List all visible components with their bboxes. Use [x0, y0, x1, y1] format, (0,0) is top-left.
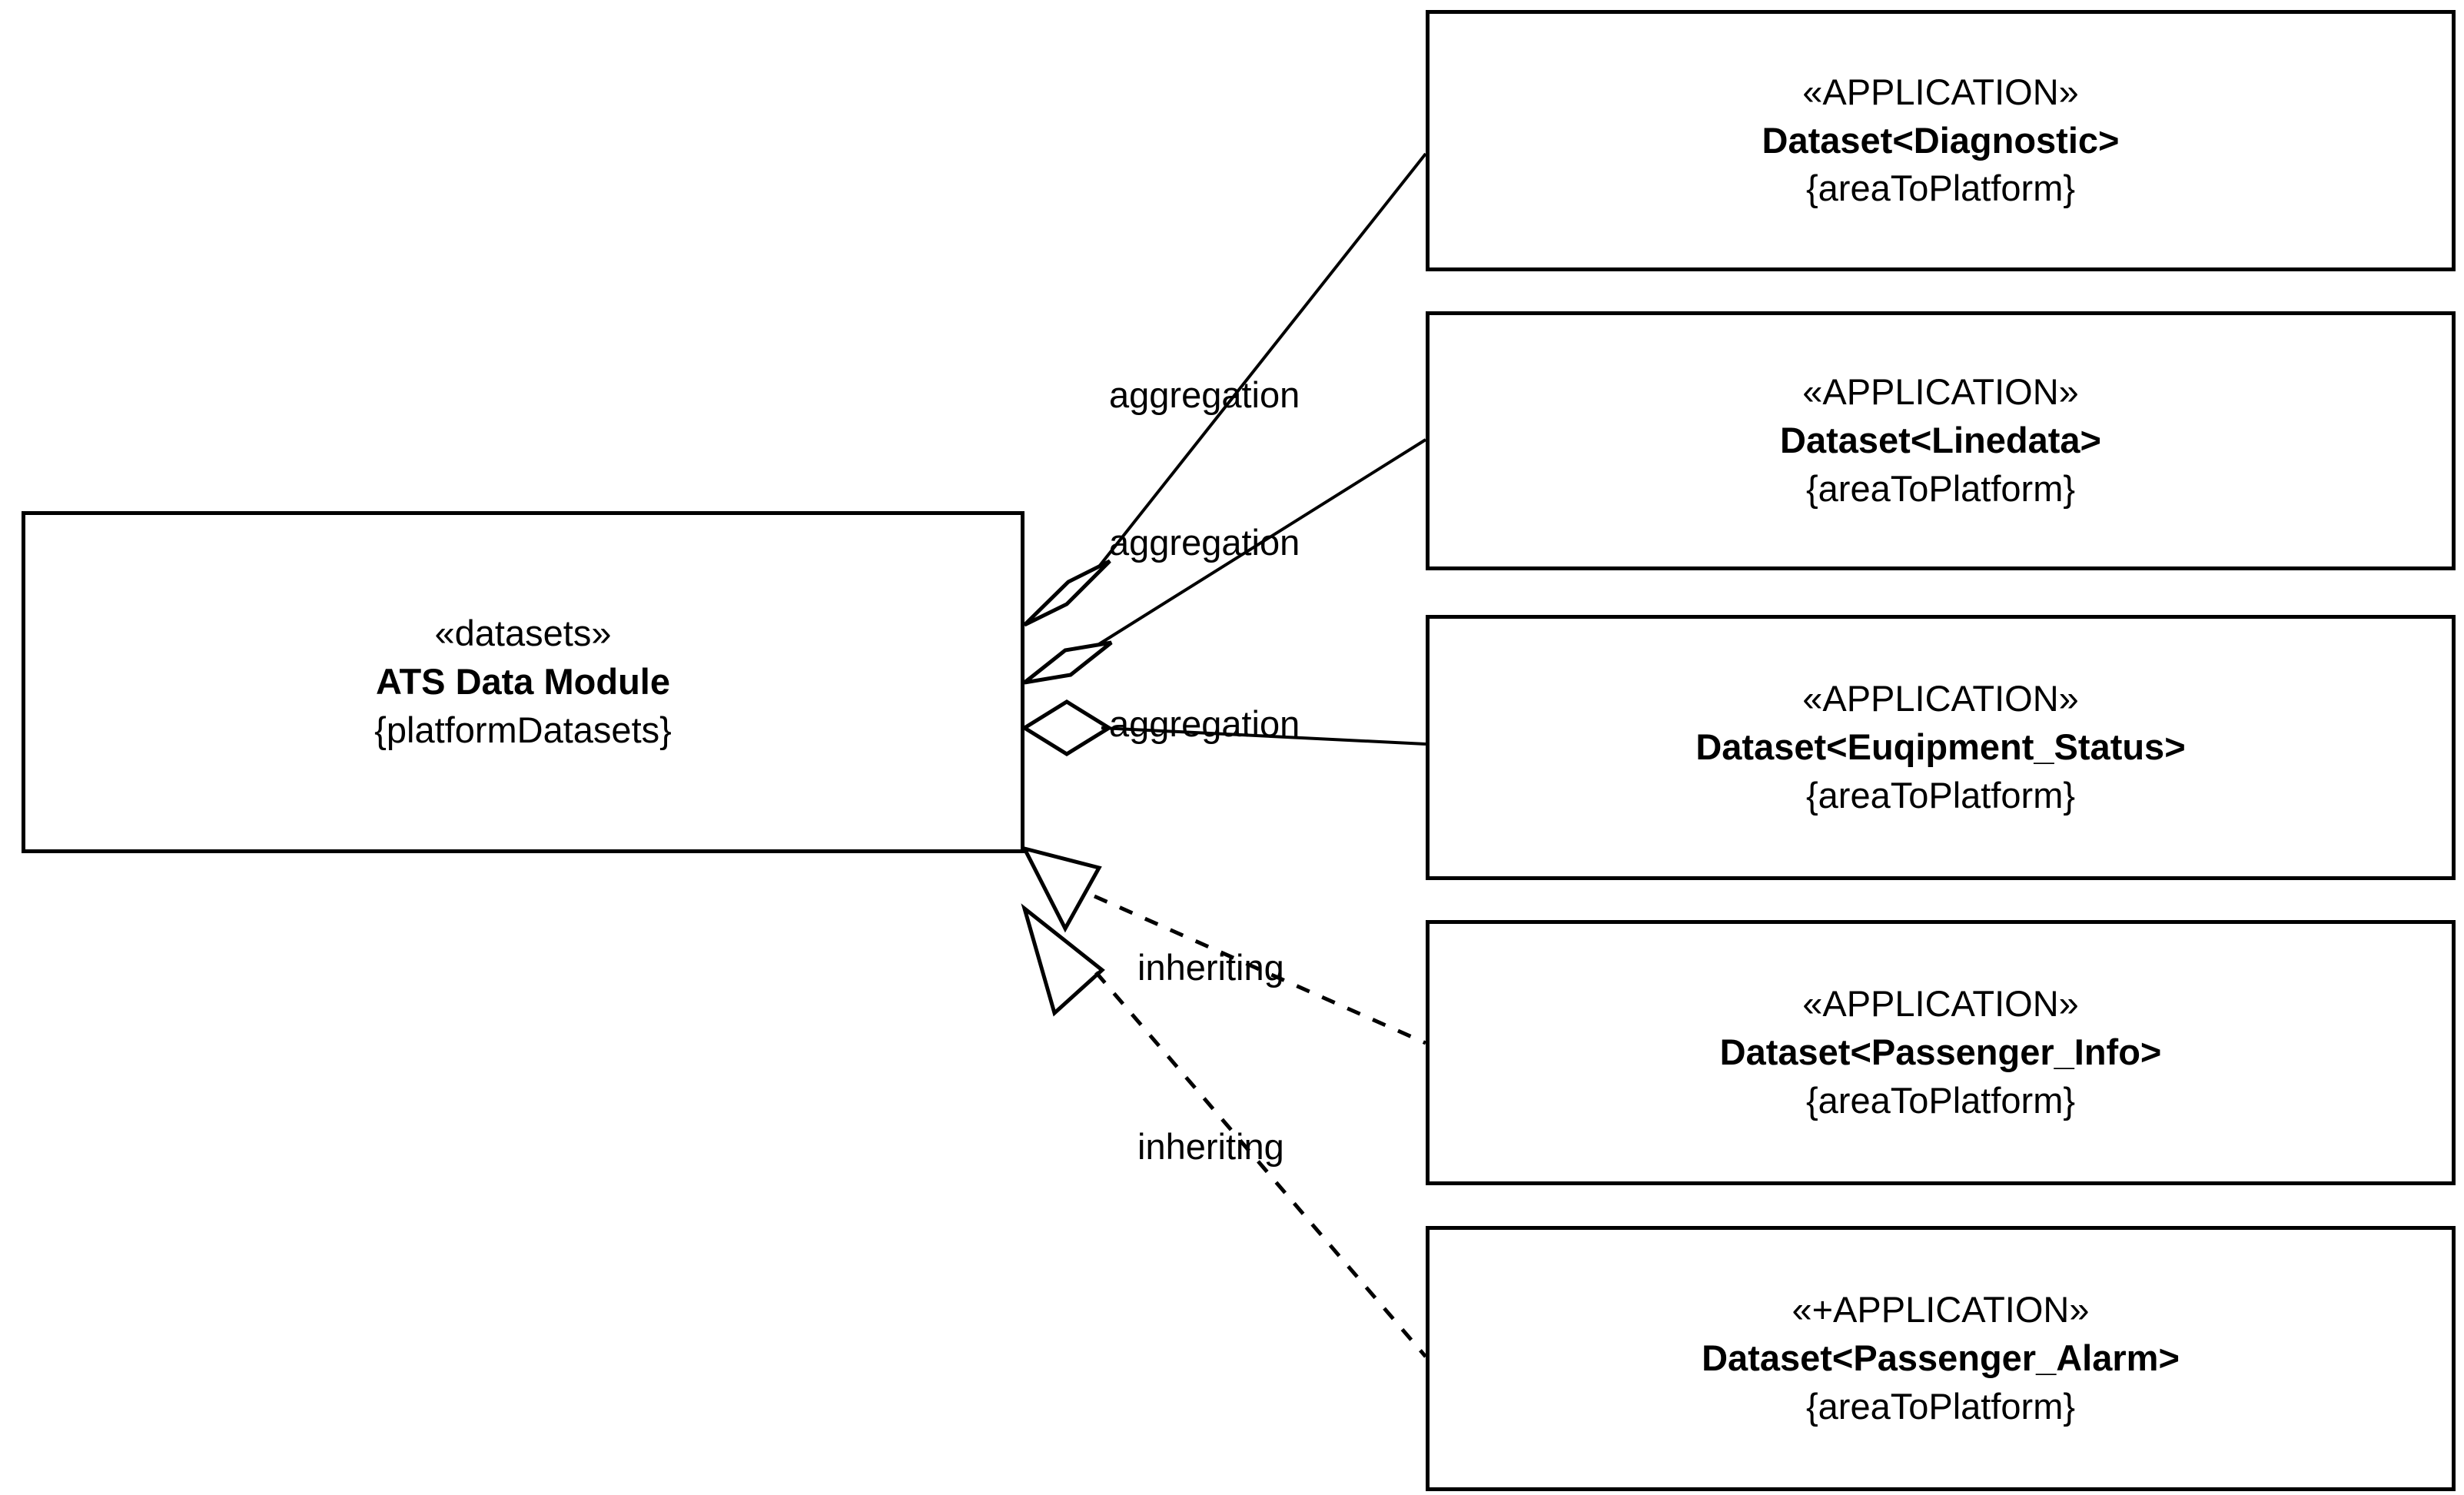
edge-label-aggregation-1: aggregation — [1109, 374, 1300, 415]
edge-label-inheriting-1: inheriting — [1137, 947, 1284, 988]
class-tagged-value: {platformDatasets} — [374, 709, 672, 750]
class-box-dataset-euqipment-status[interactable]: «APPLICATION» Dataset<Euqipment_Status> … — [1426, 615, 2456, 880]
class-name: Dataset<Diagnostic> — [1762, 119, 2120, 161]
class-tagged-value: {areaToPlatform} — [1805, 1385, 2076, 1427]
class-stereotype: «APPLICATION» — [1802, 71, 2079, 112]
class-box-ats-data-module[interactable]: «datasets» ATS Data Module {platformData… — [22, 511, 1024, 853]
class-name: Dataset<Linedata> — [1780, 420, 2101, 461]
aggregation-diamond-3 — [1021, 699, 1113, 756]
class-name: Dataset<Passenger_Info> — [1719, 1032, 2162, 1073]
class-stereotype: «APPLICATION» — [1802, 371, 2079, 413]
class-tagged-value: {areaToPlatform} — [1805, 1079, 2076, 1121]
class-name: Dataset<Euqipment_Status> — [1695, 726, 2186, 768]
class-stereotype: «APPLICATION» — [1802, 983, 2079, 1025]
edge-label-aggregation-3: aggregation — [1109, 703, 1300, 744]
inheriting-arrowhead-1 — [1021, 846, 1102, 933]
inheriting-arrowhead-2 — [1021, 903, 1105, 1017]
class-box-dataset-diagnostic[interactable]: «APPLICATION» Dataset<Diagnostic> {areaT… — [1426, 10, 2456, 271]
edge-label-aggregation-2: aggregation — [1109, 522, 1300, 563]
class-box-dataset-passenger-alarm[interactable]: «+APPLICATION» Dataset<Passenger_Alarm> … — [1426, 1226, 2456, 1491]
aggregation-diamond-1 — [1023, 559, 1111, 627]
class-name: ATS Data Module — [376, 661, 670, 703]
class-tagged-value: {areaToPlatform} — [1805, 467, 2076, 509]
class-stereotype: «APPLICATION» — [1802, 678, 2079, 719]
class-box-dataset-linedata[interactable]: «APPLICATION» Dataset<Linedata> {areaToP… — [1426, 311, 2456, 570]
class-tagged-value: {areaToPlatform} — [1805, 168, 2076, 209]
class-box-dataset-passenger-info[interactable]: «APPLICATION» Dataset<Passenger_Info> {a… — [1426, 920, 2456, 1185]
class-tagged-value: {areaToPlatform} — [1805, 774, 2076, 816]
aggregation-diamond-2 — [1023, 640, 1113, 685]
class-stereotype: «+APPLICATION» — [1792, 1289, 2090, 1331]
class-stereotype: «datasets» — [434, 613, 612, 654]
edge-label-inheriting-2: inheriting — [1137, 1126, 1284, 1167]
aggregation-line-1 — [1098, 152, 1427, 568]
class-name: Dataset<Passenger_Alarm> — [1702, 1337, 2180, 1379]
